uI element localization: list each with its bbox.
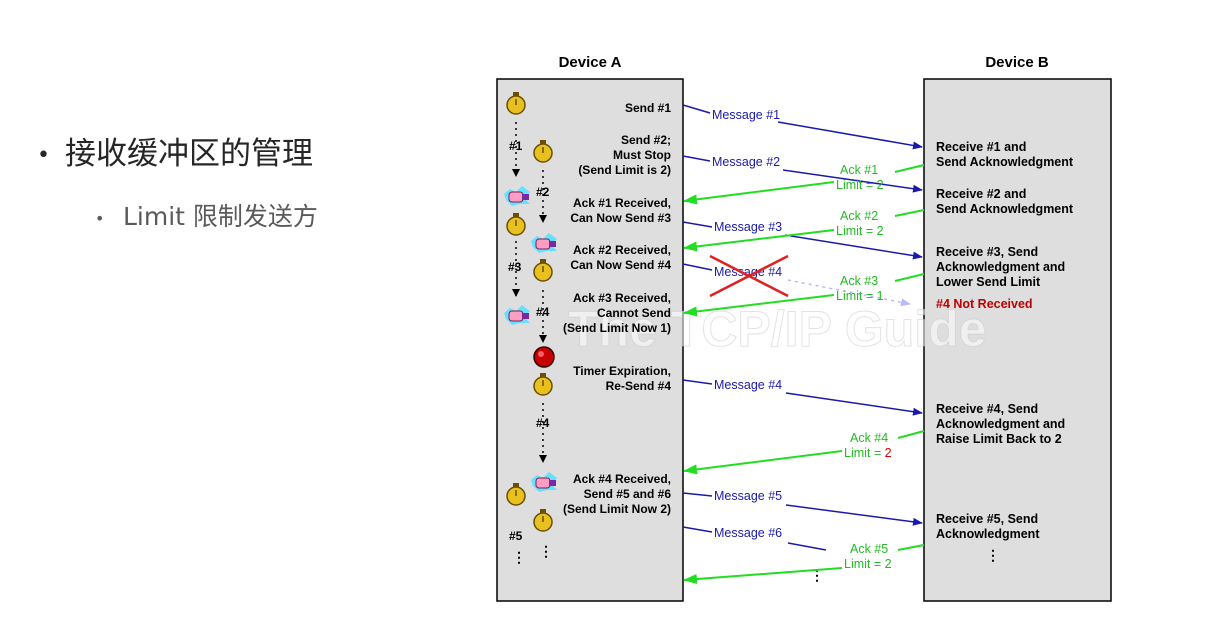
timeline-label: #4 <box>536 305 550 319</box>
a-label-send2: Send #2; <box>621 133 671 147</box>
a-label-ack3: (Send Limit Now 1) <box>563 321 671 335</box>
ack-catch-icon <box>531 233 557 253</box>
b-label-receive1: Receive #1 and <box>936 140 1026 154</box>
timeline-label: #2 <box>536 185 550 199</box>
bullet-level2: • Limit 限制发送方 <box>95 197 318 233</box>
device-a-panel <box>496 78 684 602</box>
ack-1-limit: Limit = 2 <box>836 178 884 192</box>
ellipsis-icon: ⋮ <box>539 543 553 559</box>
message-5-label: Message #5 <box>714 489 782 503</box>
ack-2-limit: Limit = 2 <box>836 224 884 238</box>
message-arrows <box>682 104 923 551</box>
stopwatch-icon <box>533 373 553 396</box>
a-label-send1: Send #1 <box>625 101 671 115</box>
b-label-receive4: Receive #4, Send <box>936 402 1038 416</box>
a-label-send2: (Send Limit is 2) <box>578 163 671 177</box>
message-1-label: Message #1 <box>712 108 780 122</box>
timeline-label: #4 <box>536 416 550 430</box>
b-label-receive4: Raise Limit Back to 2 <box>936 432 1062 446</box>
device-a-header: Device A <box>559 54 622 71</box>
b-label-receive2: Receive #2 and <box>936 187 1026 201</box>
stopwatch-icon <box>533 140 553 163</box>
ack-4-label: Ack #4 <box>850 431 888 445</box>
stopwatch-icon <box>506 483 526 506</box>
b-label-receive5: Acknowledgment <box>936 527 1040 541</box>
b-label-not-received: #4 Not Received <box>936 297 1033 311</box>
b-label-receive3: Lower Send Limit <box>936 275 1041 289</box>
ack-5-limit: Limit = 2 <box>844 557 892 571</box>
timer-expired-icon <box>533 346 555 368</box>
stopwatch-icon <box>533 509 553 532</box>
a-label-ack2: Ack #2 Received, <box>573 243 671 257</box>
ack-3-limit: Limit = 1 <box>836 289 884 303</box>
a-label-ack1: Ack #1 Received, <box>573 196 671 210</box>
timeline-label: #1 <box>509 139 523 153</box>
timeline-label: #5 <box>509 529 523 543</box>
message-3-label: Message #3 <box>714 220 782 234</box>
a-label-ack4: Ack #4 Received, <box>573 472 671 486</box>
message-2-label: Message #2 <box>712 155 780 169</box>
a-label-send2: Must Stop <box>613 148 671 162</box>
timeline-markers <box>512 122 547 463</box>
stopwatch-icon <box>506 213 526 236</box>
ack-4-limit-value: 2 <box>885 446 892 460</box>
bullet-dot: • <box>95 208 105 228</box>
b-label-receive4: Acknowledgment and <box>936 417 1065 431</box>
b-label-receive5: Receive #5, Send <box>936 512 1038 526</box>
b-label-receive3: Receive #3, Send <box>936 245 1038 259</box>
timeline-label: #3 <box>508 260 522 274</box>
watermark: The TCP/IP Guide <box>568 301 987 357</box>
bullet-level1-text: 接收缓冲区的管理 <box>65 136 313 172</box>
ack-4-limit: Limit = 2 <box>844 446 892 460</box>
ack-catch-icon <box>504 305 530 325</box>
a-label-ack3: Cannot Send <box>597 306 671 320</box>
stopwatch-icon <box>506 92 526 115</box>
ack-catch-icon <box>504 186 530 206</box>
ack-5-label: Ack #5 <box>850 542 888 556</box>
ack-3-label: Ack #3 <box>840 274 878 288</box>
device-b-header: Device B <box>985 54 1049 71</box>
stopwatch-icon <box>533 259 553 282</box>
ack-arrows <box>683 164 925 585</box>
message-4-label: Message #4 <box>714 378 782 392</box>
ack-catch-icon <box>531 472 557 492</box>
message-6-label: Message #6 <box>714 526 782 540</box>
a-label-timer: Timer Expiration, <box>573 364 671 378</box>
device-b-panel <box>923 78 1112 602</box>
b-label-receive1: Send Acknowledgment <box>936 155 1074 169</box>
ack-1-label: Ack #1 <box>840 163 878 177</box>
bullet-level2-text: Limit 限制发送方 <box>123 202 318 231</box>
a-label-ack1: Can Now Send #3 <box>570 211 671 225</box>
a-label-ack3: Ack #3 Received, <box>573 291 671 305</box>
a-label-ack4: (Send Limit Now 2) <box>563 502 671 516</box>
lost-message-x-icon <box>709 254 789 298</box>
a-label-ack2: Can Now Send #4 <box>570 258 671 272</box>
ack-2-label: Ack #2 <box>840 209 878 223</box>
bullet-level1: • 接收缓冲区的管理 <box>37 128 313 173</box>
ellipsis-icon: ⋮ <box>512 549 526 565</box>
a-label-timer: Re-Send #4 <box>606 379 672 393</box>
b-label-receive2: Send Acknowledgment <box>936 202 1074 216</box>
ack-4-limit-prefix: Limit = <box>844 446 885 460</box>
bullet-dot: • <box>37 143 50 168</box>
a-label-ack4: Send #5 and #6 <box>584 487 672 501</box>
ellipsis-icon: ⋮ <box>986 547 1000 563</box>
b-label-receive3: Acknowledgment and <box>936 260 1065 274</box>
